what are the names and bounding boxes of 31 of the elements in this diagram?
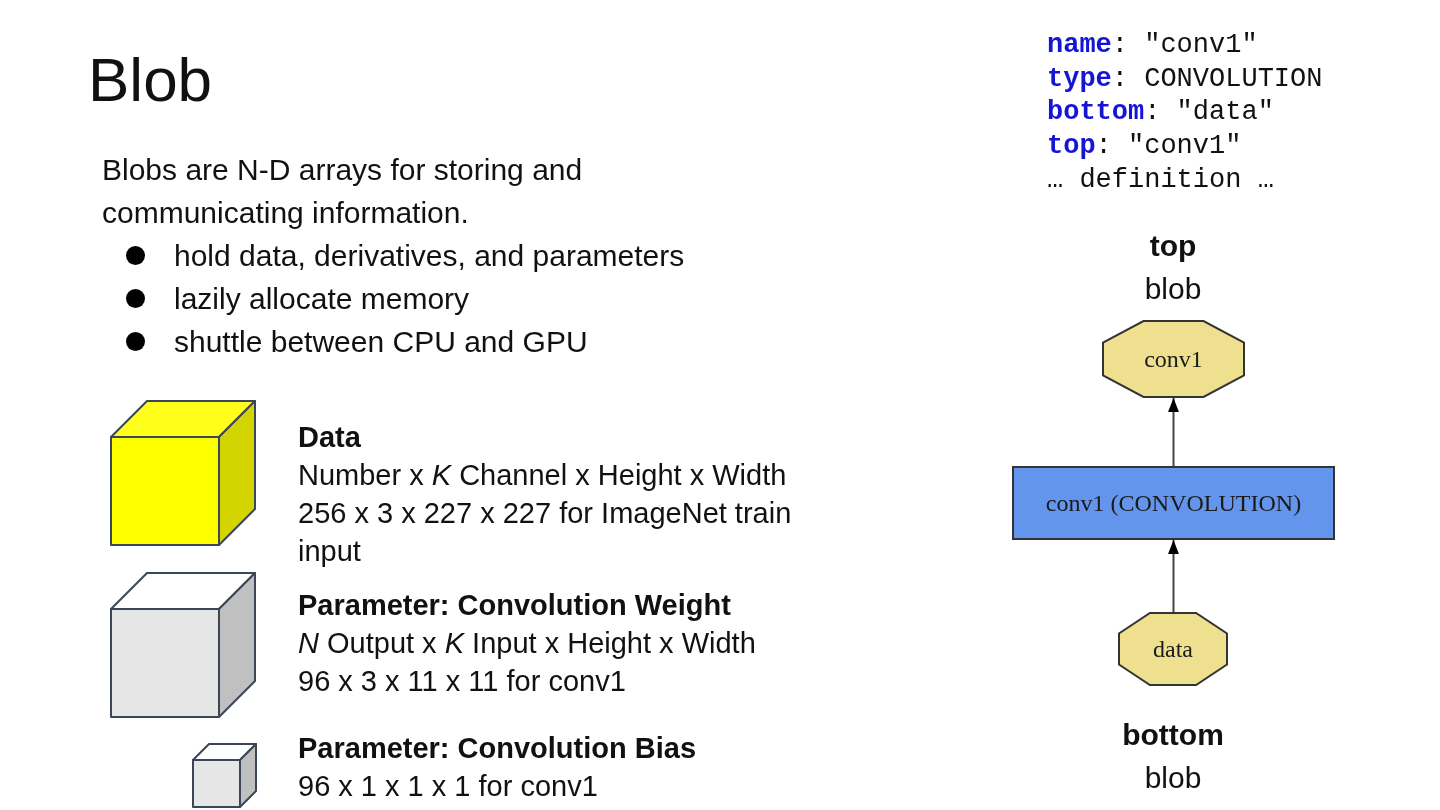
octagon-node [1102, 320, 1245, 398]
code-line: … definition … [1047, 164, 1274, 197]
caption-heading: Parameter: Convolution Bias [298, 731, 698, 766]
node-label: conv1 [1144, 345, 1203, 373]
caption-text: 96 x 3 x 11 x 11 for conv1 [298, 664, 627, 699]
caption-heading: Data [298, 420, 362, 455]
caption-heading: Parameter: Convolution Weight [298, 588, 732, 623]
caption-text: 96 x 1 x 1 x 1 for conv1 [298, 769, 599, 804]
code-line: type: CONVOLUTION [1047, 63, 1323, 96]
bullet-text: hold data, derivatives, and parameters [174, 238, 685, 274]
caption-text: N Output x K Input x Height x Width [298, 626, 757, 661]
caption-text: Number x K Channel x Height x Width [298, 458, 788, 493]
bullet-text: shuttle between CPU and GPU [174, 324, 588, 360]
intro-paragraph: Blobs are N-D arrays for storing and communicating information. [102, 152, 584, 231]
arrow [1168, 397, 1179, 467]
cube [192, 743, 257, 808]
cube [110, 400, 256, 546]
slide-title: Blob [88, 44, 213, 116]
arrow [1168, 539, 1179, 613]
node-label: conv1 (CONVOLUTION) [1045, 489, 1302, 517]
node-caption: bottom blob [1122, 717, 1224, 796]
octagon-node [1118, 612, 1228, 686]
code-line: name: "conv1" [1047, 29, 1258, 62]
code-line: bottom: "data" [1047, 96, 1274, 129]
code-line: top: "conv1" [1047, 130, 1242, 163]
node-label: data [1153, 635, 1193, 663]
bullet-text: lazily allocate memory [174, 281, 470, 317]
node-caption: top blob [1144, 228, 1202, 307]
caption-text: 256 x 3 x 227 x 227 for ImageNet train input [298, 496, 793, 569]
cube [110, 572, 256, 718]
layer-box [1012, 466, 1335, 540]
